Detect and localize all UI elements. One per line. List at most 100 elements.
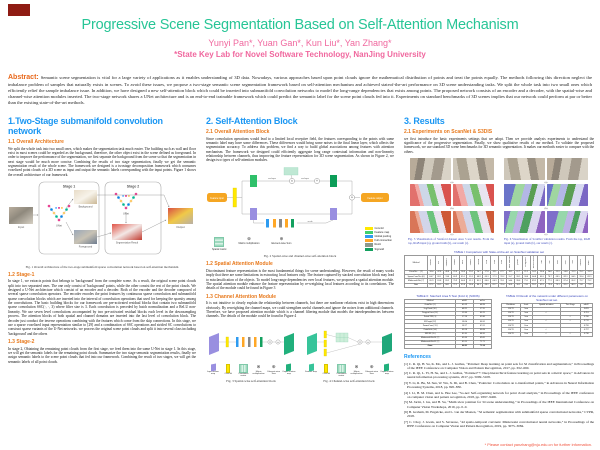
figure-3-caption: Fig. 3 Spatial-wise self-attention block (226, 379, 276, 384)
mini-legend-label: Matrix multiplication (252, 371, 265, 376)
legend-label: Feature map (374, 230, 390, 234)
table1-class-header: mIoU (584, 254, 595, 272)
fig1-background-image (74, 190, 97, 205)
logo-badge (8, 4, 30, 16)
mini-legend-label: Matrix multiplication (350, 371, 363, 376)
table1-class-header: refrigerator (521, 254, 531, 272)
value-cell: 65.7 (490, 282, 500, 288)
legend-color-chip (365, 239, 374, 243)
sh-par-teal-icon (308, 363, 314, 372)
value-cell: 86.3 (569, 282, 578, 288)
sh-circ-icon: ⊕ (369, 364, 374, 370)
section1-1-text: We split the whole task into two small o… (8, 146, 196, 177)
fig2-spatial-matrix (283, 167, 299, 175)
table3-block: TABLE III Result of the network under di… (500, 290, 594, 337)
rotated-header: floor (501, 260, 504, 265)
figure-captions-row: Fig. 5 Visualization of Stanford dataset… (404, 237, 594, 246)
table1-class-header: bed (434, 254, 444, 272)
rotated-header: curtain (477, 259, 480, 266)
fig2-sigmoid-top (330, 174, 337, 187)
figure-3-diagram: × + (209, 332, 294, 355)
reference-entry: [2] C. R. Qi, L. Yi, H. Su, and L. J. Gu… (404, 371, 594, 380)
fig5-gt-image-2 (453, 184, 494, 207)
mini-legend-item: Conv1d (221, 363, 235, 378)
mini-legend-label: Conv1d (224, 373, 232, 376)
svg-text:×: × (291, 179, 293, 183)
reference-entry: [3] Y. Li, R. Bu, M. Sun, W. Wu, X. Di, … (404, 381, 594, 390)
table1-class-header: table (553, 254, 563, 272)
legend-color-chip (365, 243, 374, 247)
references-heading: References (404, 354, 431, 361)
fig2-op-item: ⊗Matrix multiplication (238, 237, 259, 251)
table-cell: 72.34 (472, 344, 493, 350)
poster-title: Progressive Scene Segmentation Based on … (81, 17, 519, 33)
fig5-row-letter-b: (b) (450, 206, 454, 210)
value-cell: 84.1 (442, 282, 452, 288)
mini-legend-item: ⊕Element-wise Sum (365, 364, 379, 378)
rotated-header: cabinet (454, 259, 457, 266)
result-image-grids: (a) (b) (c) (a) (b) (c) (404, 158, 594, 236)
figure-2-diagram: × + × Feature input Feature output resha… (207, 167, 389, 228)
contact-footnote: * Please contact yanzhang@nju.edu.cn for… (484, 442, 592, 447)
rotated-header: counter (469, 259, 472, 266)
section2-3-heading: 1.3 Channel Attention Module (206, 293, 277, 300)
figure-6-grid: (a) (b) (c) (504, 158, 588, 236)
spatial-matrix-icon (214, 237, 225, 248)
fig2-feature-bottom2 (330, 207, 337, 220)
table1-class-header: curtain (474, 254, 484, 272)
svg-text:+: + (367, 340, 369, 344)
legend-label: Global pooling (374, 235, 392, 239)
section2-1-heading: 2.1 Overall Attention Block (206, 129, 270, 135)
figure-6-caption: Fig. 6 Visualization of ScanNet validati… (504, 237, 590, 245)
rotated-header: refrigerator (525, 257, 528, 267)
table1-class-header: sofa (545, 254, 555, 272)
column-1: 1.Two-Stage submanifold convolution netw… (8, 116, 196, 364)
reference-entry: [7] C. Choy, J. Gwak, and S. Savarese, “… (404, 419, 594, 428)
sh-circ-icon: ⊗ (354, 364, 359, 370)
svg-text:+: + (316, 179, 318, 183)
fig2-operator-circles: × + × (289, 177, 355, 201)
section2-heading: 2. Self-Attention Block (206, 116, 298, 126)
fig5-rgb-image-2 (453, 158, 494, 180)
section1-1-heading: 1.1 Overall Architecture (8, 139, 64, 145)
mini-legend-label: Conv1d (322, 373, 330, 376)
mini-legend-item: ⊕Element-wise Sum (267, 364, 281, 378)
fig2-op-item: ⊕Element-wise Sum (271, 237, 291, 251)
fig6-gt-image-2 (547, 184, 588, 207)
rotated-header: shower curtain (532, 256, 535, 269)
rotated-header: chair (461, 260, 464, 265)
value-cell: 56.8 (505, 282, 515, 288)
mini-legend-label: Correlation matrix (336, 373, 347, 378)
fig5-gt-image-1 (410, 184, 451, 207)
mini-legend-item: Output feature map (380, 363, 394, 378)
figure-5-caption: Fig. 5 Visualization of Stanford dataset… (408, 237, 494, 245)
figure-4-diagram: × + (307, 330, 392, 356)
fig2-output-node (361, 192, 389, 202)
rotated-header: window (580, 258, 583, 266)
sh-circ-icon: ⊗ (256, 364, 261, 370)
table-cell: ✓ (559, 331, 581, 337)
fig2-legend-item: Conv1d (365, 226, 392, 230)
value-cell: 85.6 (458, 282, 468, 288)
section3-1-heading: 2.1 Experiments on ScanNet & S3DIS (404, 129, 493, 135)
mini-legend-label: Output feature map (380, 371, 394, 376)
operator-icon: ⊕ (279, 236, 284, 242)
fig1-stage1-box (38, 181, 100, 255)
rotated-header: bookshelf (446, 258, 449, 267)
table1-class-header: counter (466, 254, 476, 272)
value-cell: 72.3 (450, 282, 460, 288)
mini-legend-label: Input feature map (207, 371, 219, 376)
fig1-unet2-label: UNet (123, 212, 129, 216)
reference-entry: [5] M. Jaritz, J. Gu, and H. Su, “Multi-… (404, 400, 594, 409)
legend-label: Conv1d (374, 226, 384, 230)
fig5-rgb-image-1 (410, 158, 451, 180)
section1-2-heading: 1.2 Stage-1 (8, 271, 35, 278)
legend-color-chip (365, 226, 374, 230)
svg-text:+: + (277, 340, 279, 344)
